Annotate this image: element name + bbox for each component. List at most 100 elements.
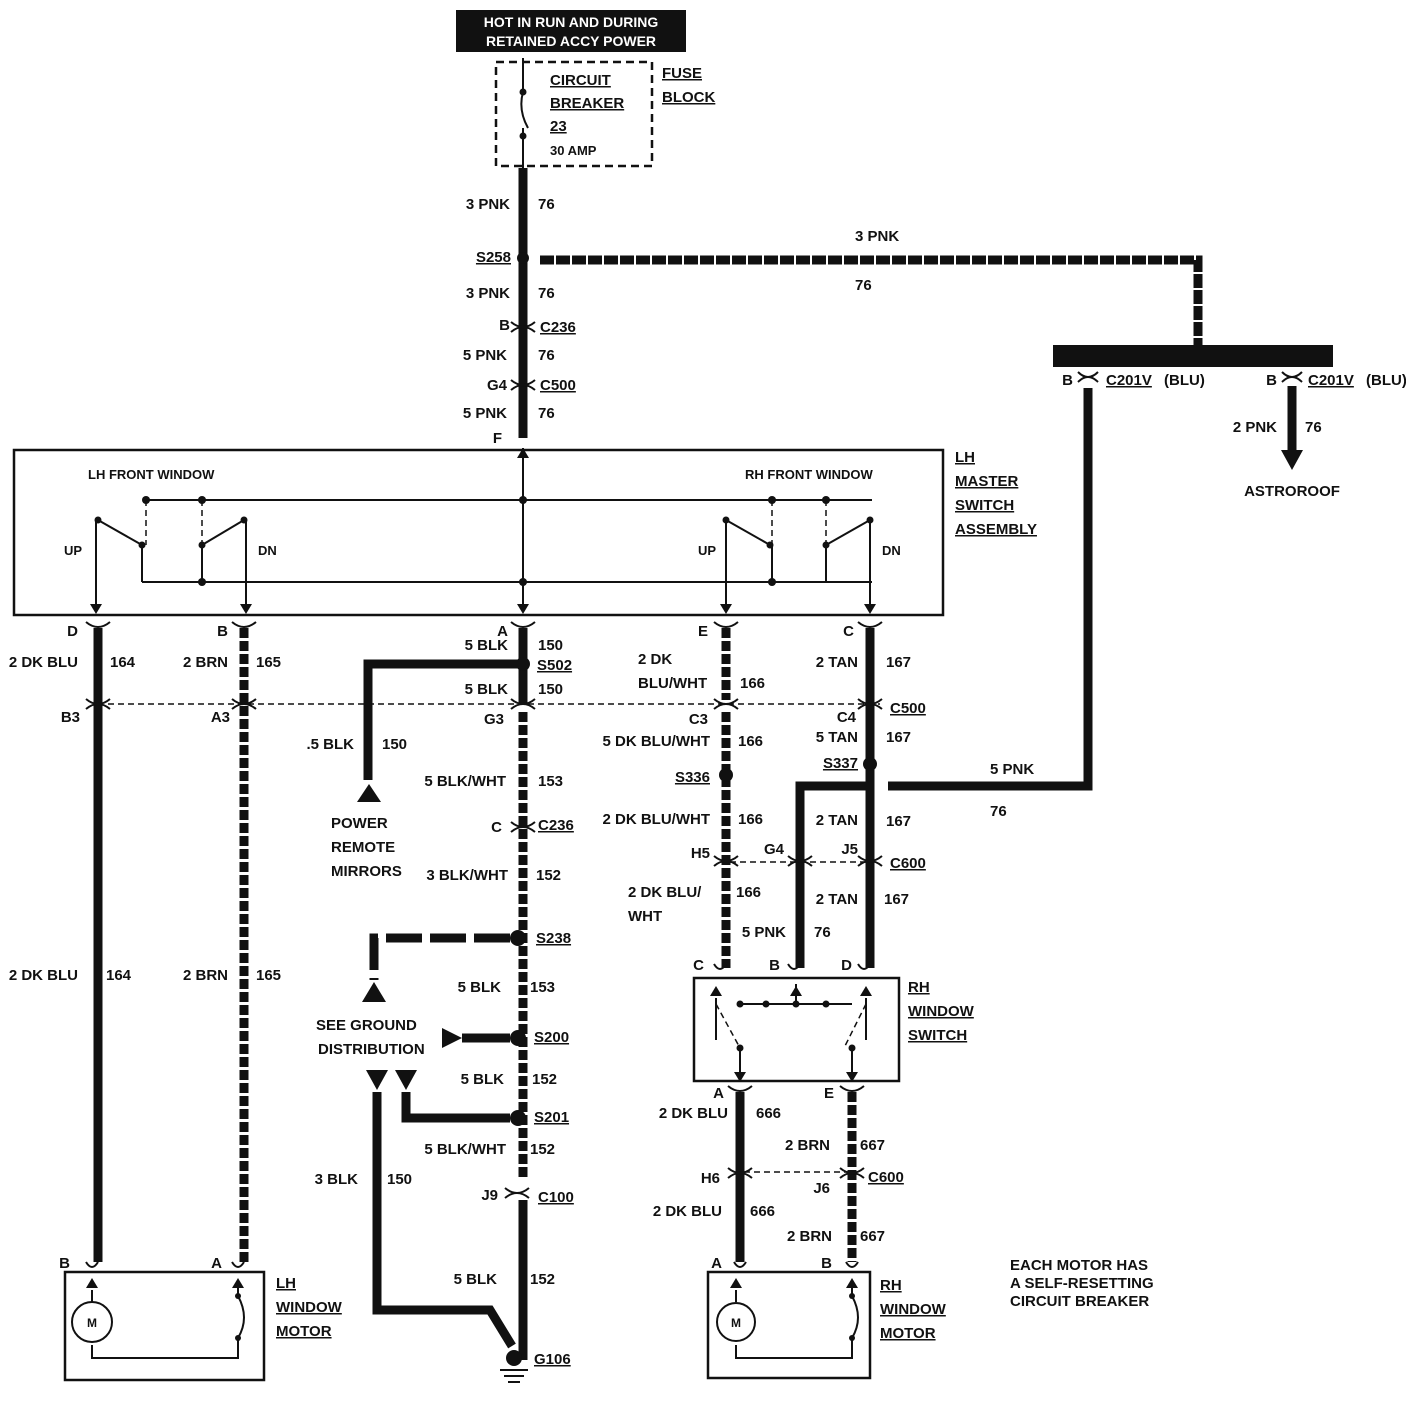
gnd-conn: C236 <box>538 817 574 834</box>
rh-w4: 5 TAN <box>816 729 858 746</box>
rh-c1: 166 <box>740 675 765 692</box>
master-rh-window: RH FRONT WINDOW <box>745 467 874 482</box>
rh-w3: 5 DK BLU/WHT <box>603 733 711 750</box>
lh-motor-m: M <box>87 1316 97 1330</box>
rh-s337: S337 <box>823 755 858 772</box>
rh-swD: D <box>841 957 852 974</box>
header-banner <box>456 10 686 52</box>
lh-pinB3: B3 <box>61 709 80 726</box>
rh-pw: 5 PNK <box>990 761 1034 778</box>
rh-c4: 167 <box>886 729 911 746</box>
gnd-c8: 152 <box>530 1271 555 1288</box>
branch-wire <box>540 255 1203 348</box>
rh-pinC: C <box>843 623 854 640</box>
connector-c201v-left <box>1077 371 1099 383</box>
lh-motor-box <box>63 1270 266 1382</box>
rh-c5: 166 <box>738 811 763 828</box>
mirror-ground-arrow <box>357 784 381 802</box>
gnd-w3: 5 BLK/WHT <box>424 773 506 790</box>
master-bus-lines <box>142 448 872 583</box>
rh-w6: 2 TAN <box>816 812 858 829</box>
rh-c600b: C600 <box>868 1169 904 1186</box>
splice-s337 <box>863 757 877 771</box>
s238-ground-wire <box>369 933 510 980</box>
rh-pnk-wire <box>795 781 866 968</box>
rh-w12: 2 DK BLU <box>653 1203 722 1220</box>
rh-pinH5: H5 <box>691 845 710 862</box>
gnd-s200: S200 <box>534 1029 569 1046</box>
lh-pinD: D <box>67 623 78 640</box>
lh-motor-pinA: A <box>211 1255 222 1272</box>
rh-st3: SWITCH <box>908 1027 967 1044</box>
gnd-pinG3: G3 <box>484 711 504 728</box>
rh-c6: 167 <box>886 813 911 830</box>
rh-c600: C600 <box>890 855 926 872</box>
trunk-conn1: C236 <box>540 319 576 336</box>
lh-w3: 2 DK BLU <box>9 967 78 984</box>
rh-c8: 167 <box>884 891 909 908</box>
master-t1: LH <box>955 449 975 466</box>
gnd-s502: S502 <box>537 657 572 674</box>
rh-pinC4: C4 <box>837 709 857 726</box>
gnd-s201: S201 <box>534 1109 569 1126</box>
rh-st1: RH <box>908 979 930 996</box>
gnd-see1: SEE GROUND <box>316 1017 417 1034</box>
lh-w2: 2 BRN <box>183 654 228 671</box>
rh-c10: 666 <box>756 1105 781 1122</box>
rh-w5: 2 DK BLU/WHT <box>603 811 711 828</box>
gnd-c6: 152 <box>532 1071 557 1088</box>
lh-motor-pinB: B <box>59 1255 70 1272</box>
master-up-rh: UP <box>698 543 716 558</box>
trunk-w1: 3 PNK <box>466 196 510 213</box>
splice-s258-label: S258 <box>476 249 511 266</box>
master-dn-lh: DN <box>258 543 277 558</box>
splice-s238 <box>510 930 526 946</box>
splice-s200 <box>510 1030 526 1046</box>
gnd-w6: 5 BLK <box>461 1071 505 1088</box>
rh-swA: A <box>713 1085 724 1102</box>
rh-swB: B <box>769 957 780 974</box>
lh-c3: 164 <box>106 967 132 984</box>
gnd-mw: .5 BLK <box>306 736 354 753</box>
lh-motor-t2: WINDOW <box>276 1299 343 1316</box>
trunk-c3: 76 <box>538 347 555 364</box>
rh-w1a: 2 DK <box>638 651 672 668</box>
gnd-pinA: A <box>497 623 508 640</box>
rh-mB: B <box>821 1255 832 1272</box>
gnd-g106: G106 <box>534 1351 571 1368</box>
rh-c3: 166 <box>738 733 763 750</box>
mirror-wire <box>363 659 518 780</box>
branch-connL: C201V <box>1106 372 1152 389</box>
connector-c236-top <box>510 321 536 333</box>
rh-w8: 2 TAN <box>816 891 858 908</box>
rh-mt2: WINDOW <box>880 1301 947 1318</box>
trunk-pinG4: G4 <box>487 377 508 394</box>
header-line2: RETAINED ACCY POWER <box>486 33 656 49</box>
connector-c201v-right <box>1281 371 1303 383</box>
gnd-w8: 5 BLK <box>454 1271 498 1288</box>
rh-c13: 667 <box>860 1228 885 1245</box>
trunk-pinB: B <box>499 317 510 334</box>
branch-ac: 76 <box>1305 419 1322 436</box>
gnd-c3: 153 <box>538 773 563 790</box>
pnk-return-wire <box>888 388 1093 791</box>
rh-pinH6: H6 <box>701 1170 720 1187</box>
rh-s336: S336 <box>675 769 710 786</box>
gnd-c1: 150 <box>538 637 563 654</box>
gnd-return-wire <box>372 1092 516 1349</box>
trunk-pinF: F <box>493 430 502 447</box>
rh-pinJ5: J5 <box>841 841 858 858</box>
fuse-block-line1: FUSE <box>662 65 702 82</box>
lh-c2: 165 <box>256 654 281 671</box>
gnd-pinJ9: J9 <box>481 1187 498 1204</box>
branch-w: 3 PNK <box>855 228 899 245</box>
master-t4: ASSEMBLY <box>955 521 1037 538</box>
master-up-lh: UP <box>64 543 82 558</box>
rh-w1b: BLU/WHT <box>638 675 707 692</box>
note-line1: EACH MOTOR HAS <box>1010 1257 1148 1274</box>
branch-c: 76 <box>855 277 872 294</box>
rh-pinJ6: J6 <box>813 1180 830 1197</box>
lh-motor-t1: LH <box>276 1275 296 1292</box>
gnd-bc: 150 <box>387 1171 412 1188</box>
